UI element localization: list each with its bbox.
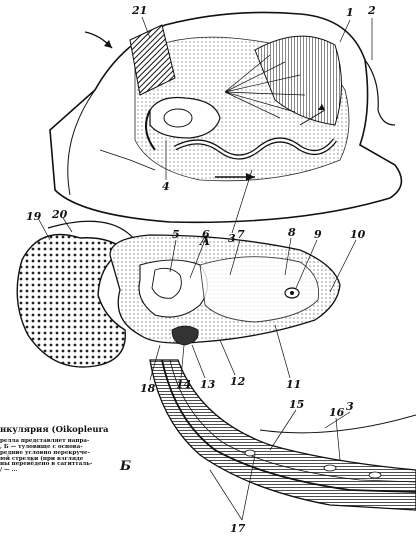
label-17: 17 — [230, 522, 246, 535]
caption-title: нкулярия (Oikopleura — [0, 426, 120, 435]
label-12: 12 — [230, 375, 246, 388]
label-3: 3 — [228, 232, 236, 245]
label-16: 16 — [329, 406, 345, 419]
label-5: 5 — [172, 228, 180, 241]
panel-b-drawing — [17, 218, 416, 520]
label-2: 2 — [367, 4, 376, 17]
label-21: 21 — [131, 4, 147, 17]
label-8: 8 — [288, 226, 296, 239]
label-6: 6 — [202, 228, 210, 241]
label-4: 4 — [162, 180, 170, 193]
panel-a-drawing — [50, 12, 401, 233]
label-10: 10 — [350, 228, 366, 241]
label-7: 7 — [237, 228, 245, 241]
caption-body: релла представляет напра- , Б — туловище… — [0, 439, 120, 474]
label-18: 18 — [140, 382, 156, 395]
label-19: 19 — [26, 210, 42, 223]
panel-label-b: Б — [119, 459, 131, 474]
label-13: 13 — [200, 378, 216, 391]
label-9: 9 — [314, 228, 322, 241]
label-3b: 3 — [346, 400, 354, 413]
figure-caption: нкулярия (Oikopleura релла представляет … — [0, 426, 120, 474]
label-11: 11 — [286, 378, 301, 391]
label-14: 14 — [176, 378, 191, 391]
label-20: 20 — [51, 208, 68, 221]
label-15: 15 — [289, 398, 304, 411]
label-1: 1 — [346, 6, 354, 19]
gonad — [17, 234, 125, 367]
